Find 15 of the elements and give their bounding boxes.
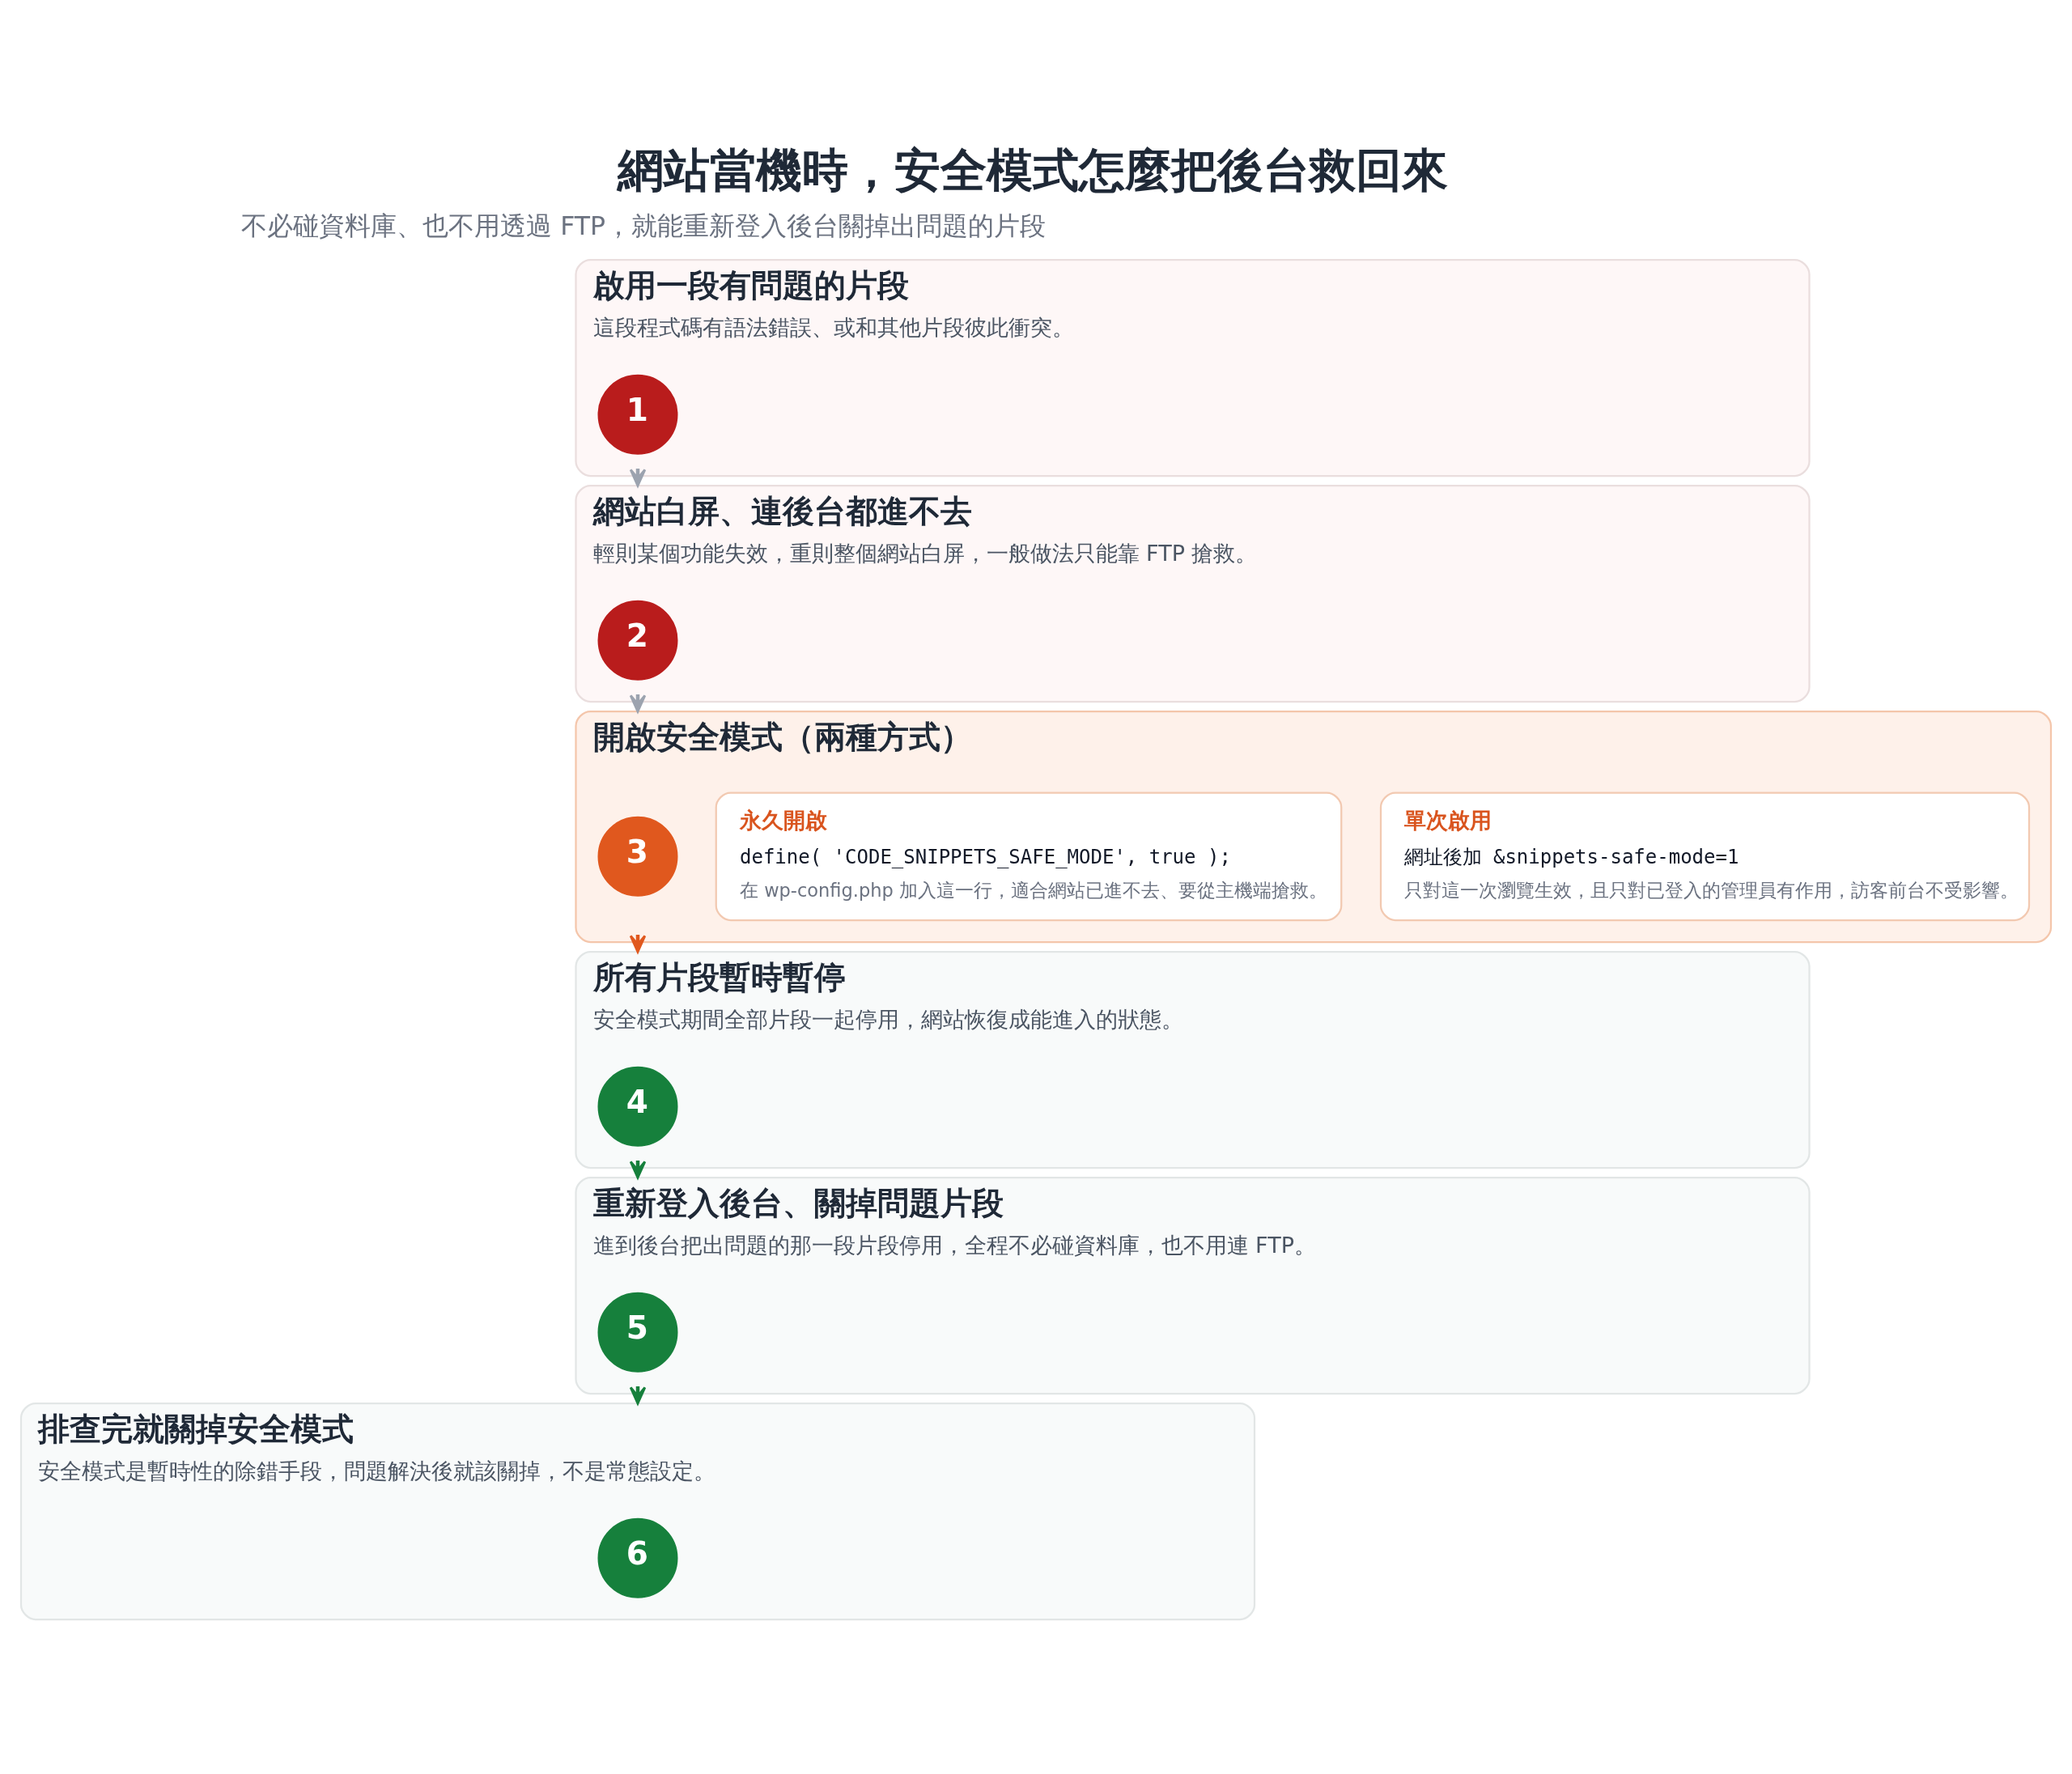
node-circle: 2 [597, 600, 678, 681]
arrow [629, 1160, 647, 1178]
node-box: 永久開啟 define( 'CODE_SNIPPETS_SAFE_MODE', true ); 在 wp-config.php 加入這一行，適合網站已進不去、要從主機端搶救。 [715, 791, 1343, 921]
arrow [629, 934, 647, 953]
arrow [629, 1386, 647, 1404]
node-circle: 5 [597, 1292, 678, 1373]
node-circle: 3 [597, 816, 678, 897]
node-circle: 4 [597, 1066, 678, 1147]
node-circle: 6 [597, 1517, 678, 1598]
arrow [629, 468, 647, 486]
node-box: 單次啟用 網址後加 &snippets-safe-mode=1 只對這一次瀏覽生效，且只對已登入的管理員有作用，訪客前台不受影響。 [1379, 791, 2031, 921]
label: 不必碰資料庫、也不用透過 FTP，就能重新登入後台關掉出問題的片段 [241, 210, 1047, 240]
diagram-title: 網站當機時，安全模式怎麼把後台救回來 [618, 142, 1449, 197]
node-circle: 1 [597, 374, 678, 455]
arrow [629, 694, 647, 712]
